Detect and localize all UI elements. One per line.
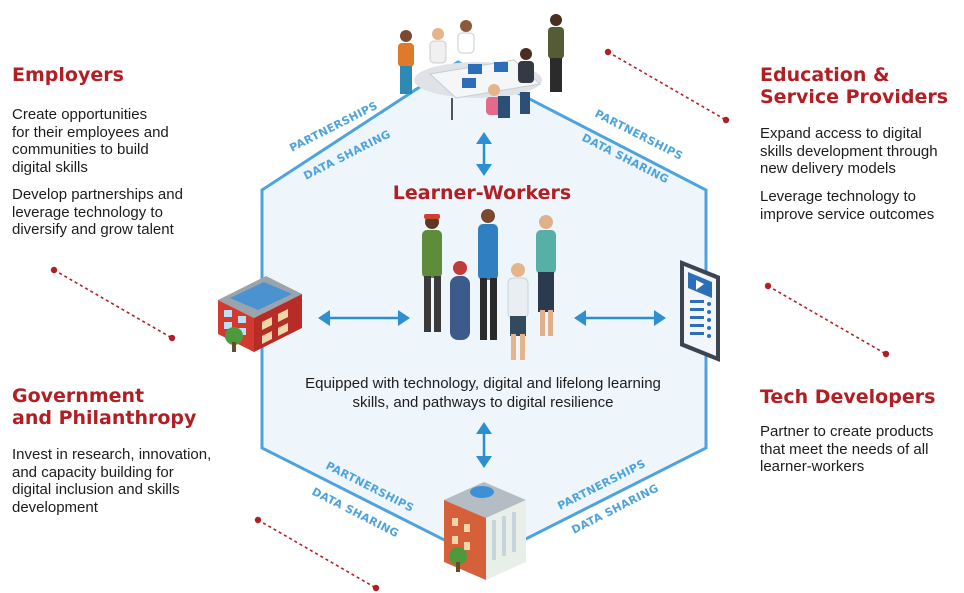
tech-heading: Tech Developers xyxy=(760,386,936,408)
connector-employers xyxy=(53,269,173,339)
arrow-bottom-double-icon xyxy=(476,422,492,468)
dotted-connectors xyxy=(50,48,890,592)
tech-text-1: Partner to create products that meet the… xyxy=(760,423,934,475)
arrow-left-double-icon xyxy=(318,310,410,326)
education-heading: Education & Service Providers xyxy=(760,64,949,108)
employers-text-2: Develop partnerships and leverage techno… xyxy=(12,186,183,238)
office-meeting-icon xyxy=(398,14,564,120)
arrow-top-double-icon xyxy=(476,132,492,176)
connector-tech xyxy=(767,285,887,355)
center-caption: Equipped with technology, digital and li… xyxy=(305,375,661,411)
employers-text-1: Create opportunities for their employees… xyxy=(12,106,169,176)
office-building-icon xyxy=(218,276,302,352)
employers-heading: Employers xyxy=(12,64,124,86)
learner-workers-group-icon xyxy=(422,209,556,360)
connector-government xyxy=(257,519,377,589)
center-title: Learner-Workers xyxy=(392,182,572,204)
government-text-1: Invest in research, innovation, and capa… xyxy=(12,446,212,516)
tablet-icon xyxy=(680,260,720,362)
government-heading: Government and Philanthropy xyxy=(12,385,197,429)
arrow-right-double-icon xyxy=(574,310,666,326)
education-text-2: Leverage technology to improve service o… xyxy=(760,188,935,223)
public-building-icon xyxy=(444,482,526,580)
connector-education xyxy=(607,51,727,121)
education-text-1: Expand access to digital skills developm… xyxy=(760,125,938,177)
